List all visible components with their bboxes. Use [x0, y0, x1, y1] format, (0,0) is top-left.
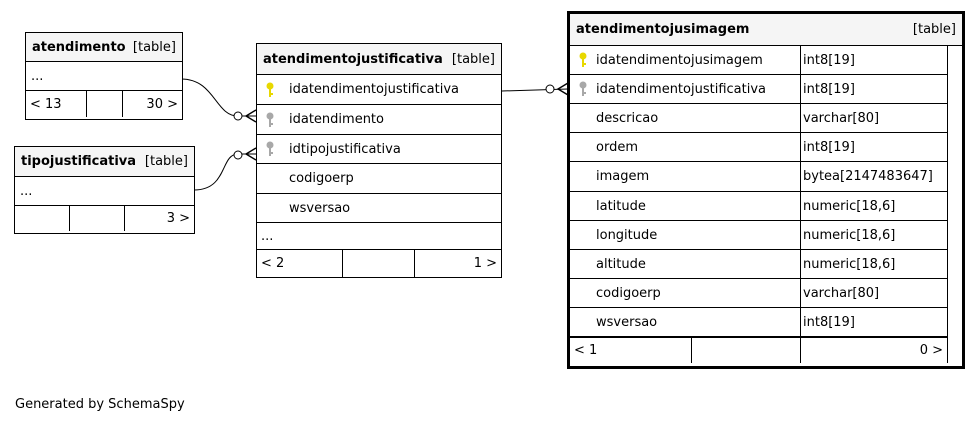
foreign-key-icon [266, 112, 274, 127]
table-atendimento[interactable]: atendimento [table] ... < 13 30 > [25, 32, 183, 120]
column-name: idtipojustificativa [289, 141, 401, 157]
column-name: longitude [596, 227, 658, 243]
column-type: int8[19] [803, 139, 855, 155]
column-row[interactable]: wsversao int8[19] [570, 308, 947, 337]
table-header: atendimento [table] [26, 33, 182, 62]
table-tipojustificativa[interactable]: tipojustificativa [table] ... 3 > [14, 146, 195, 234]
column-type: numeric[18,6] [803, 227, 896, 243]
column-name: idatendimentojustificativa [596, 81, 766, 97]
column-type: int8[19] [803, 81, 855, 97]
table-header: atendimentojusimagem [table] [570, 14, 962, 46]
column-row[interactable]: longitude numeric[18,6] [570, 221, 947, 250]
column-name: altitude [596, 256, 646, 272]
column-type: varchar[80] [803, 110, 880, 126]
crowfoot-1 [244, 109, 257, 123]
table-tag: [table] [451, 51, 495, 67]
column-row[interactable]: codigoerp varchar[80] [570, 279, 947, 308]
column-row[interactable]: ordem int8[19] [570, 133, 947, 162]
primary-key-icon [579, 52, 587, 67]
column-type: numeric[18,6] [803, 198, 896, 214]
table-name: tipojustificativa [21, 154, 137, 169]
link-tipojustificativa [193, 153, 256, 191]
footer-mid [70, 206, 125, 231]
more-columns: ... [257, 223, 501, 250]
table-tag: [table] [132, 39, 176, 55]
table-footer: < 13 30 > [26, 91, 182, 117]
footer-mid [87, 91, 123, 117]
optional-1 [233, 111, 243, 121]
link-atendimento [180, 78, 256, 117]
column-name: ordem [596, 139, 638, 155]
column-name: codigoerp [289, 171, 354, 186]
table-footer: < 2 1 > [257, 250, 501, 277]
parent-count[interactable] [15, 206, 70, 231]
column-type: int8[19] [803, 52, 855, 68]
more-columns: ... [26, 62, 182, 91]
link-justificativa-jusimagem [501, 88, 569, 92]
table-tag: [table] [912, 22, 956, 37]
table-atendimentojusimagem[interactable]: atendimentojusimagem [table] idatendimen… [567, 11, 965, 369]
column-name: idatendimento [289, 112, 384, 127]
table-footer: < 1 0 > [570, 337, 947, 363]
column-row[interactable]: idatendimento [257, 105, 501, 135]
column-name: wsversao [289, 200, 351, 216]
column-name: idatendimentojusimagem [596, 52, 763, 68]
column-name: latitude [596, 198, 646, 214]
child-count[interactable]: 0 > [919, 343, 943, 358]
child-count[interactable]: 3 > [166, 211, 190, 226]
column-row[interactable]: latitude numeric[18,6] [570, 192, 947, 221]
primary-key-icon [266, 82, 274, 97]
crowfoot-3 [556, 82, 569, 96]
table-atendimentojustificativa[interactable]: atendimentojustificativa [table] idatend… [256, 43, 502, 278]
optional-3 [545, 84, 555, 94]
parent-count[interactable]: < 13 [26, 91, 87, 117]
table-tag: [table] [144, 154, 188, 169]
credit-text: Generated by SchemaSpy [15, 397, 185, 412]
column-row[interactable]: descricao varchar[80] [570, 104, 947, 133]
child-count[interactable]: 30 > [146, 96, 178, 112]
right-margin-column [948, 46, 962, 363]
column-type: bytea[2147483647] [803, 169, 933, 184]
more-columns: ... [15, 177, 194, 206]
column-row[interactable]: wsversao [257, 194, 501, 223]
column-row[interactable]: idatendimentojusimagem int8[19] [570, 46, 947, 75]
column-row[interactable]: imagem bytea[2147483647] [570, 162, 947, 192]
table-name: atendimentojusimagem [576, 22, 750, 37]
column-name: imagem [596, 169, 650, 184]
column-type: varchar[80] [803, 285, 880, 301]
crowfoot-2 [244, 147, 257, 161]
column-type: int8[19] [803, 314, 855, 330]
optional-2 [233, 150, 243, 160]
column-name: wsversao [596, 314, 658, 330]
column-type: numeric[18,6] [803, 256, 896, 272]
table-header: tipojustificativa [table] [15, 147, 194, 177]
table-footer: 3 > [15, 206, 194, 231]
column-name: descricao [596, 110, 659, 126]
child-count[interactable]: 1 > [473, 256, 497, 271]
parent-count[interactable]: < 1 [570, 338, 692, 363]
column-row[interactable]: idatendimentojustificativa [257, 75, 501, 105]
parent-count[interactable]: < 2 [257, 250, 343, 277]
column-row[interactable]: idatendimentojustificativa int8[19] [570, 75, 947, 104]
footer-mid [343, 250, 415, 277]
table-name: atendimentojustificativa [263, 51, 443, 67]
column-name: idatendimentojustificativa [289, 82, 459, 97]
table-name: atendimento [32, 39, 126, 55]
table-header: atendimentojustificativa [table] [257, 44, 501, 75]
column-row[interactable]: altitude numeric[18,6] [570, 250, 947, 279]
footer-mid [692, 338, 801, 363]
column-row[interactable]: idtipojustificativa [257, 135, 501, 164]
column-name: codigoerp [596, 285, 661, 301]
foreign-key-icon [266, 141, 274, 156]
column-row[interactable]: codigoerp [257, 164, 501, 194]
foreign-key-icon [579, 81, 587, 96]
